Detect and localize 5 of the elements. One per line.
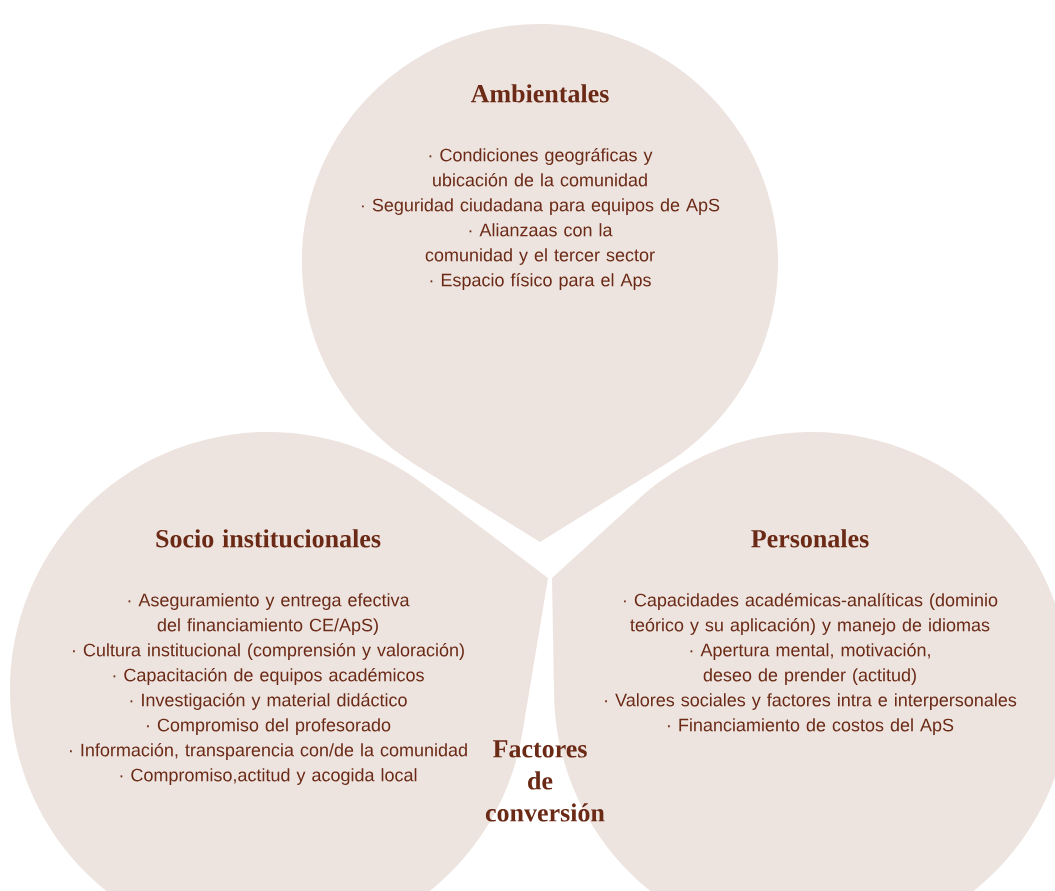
node-label: · Espacio físico para el Aps [430, 272, 651, 290]
node-label: · Alianzaas con la comunidad y el tercer sector [425, 223, 655, 265]
node-label: · Seguridad ciudadana para equipos de ApS [362, 198, 720, 215]
node-label: · Condiciones geográficas y ubicación de la comunidad [429, 147, 653, 187]
node-label: Ambientales [470, 84, 609, 103]
